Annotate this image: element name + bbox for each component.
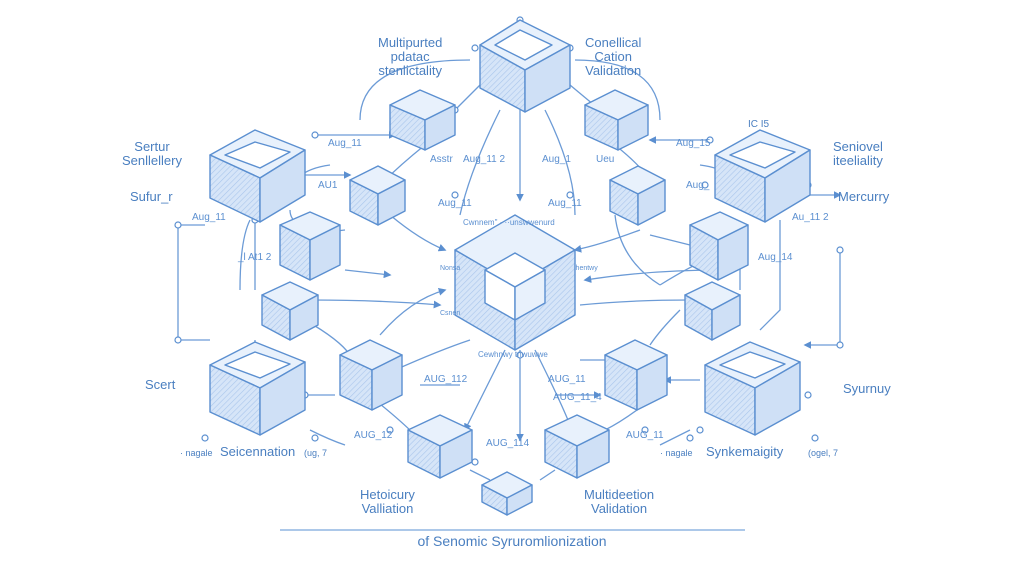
label-bottom-right-right: (ogel, 7 [808, 448, 839, 458]
label-left-lower: Scert [145, 377, 176, 392]
cube-right-upper [714, 129, 811, 223]
cube-nodes [209, 19, 811, 516]
edge-label: Aug_1 [542, 154, 571, 165]
edge-label: AUG_114 [486, 438, 530, 449]
edge-label: AUG_11 [626, 430, 664, 441]
label-right-mid: Mercurry [838, 189, 890, 204]
label-bottom-left-right: (ug, 7 [304, 448, 328, 458]
cube-right-lower-big [704, 341, 801, 436]
edge-label: AU1 [318, 180, 338, 191]
label-left-upper: Sertur Senllellery [122, 139, 182, 168]
label-bottom-left: Seicennation [220, 444, 296, 459]
label-bottom-right: Synkemaigity [706, 444, 784, 459]
cube-bottom-right [544, 414, 610, 479]
label-left-mid: Sufur_r [130, 189, 173, 204]
cube-top-right [584, 89, 649, 151]
label-center-bottom: Cewhnwy tnwuwwe [478, 350, 548, 359]
cube-left-mid-2 [279, 211, 341, 281]
cube-left-mid-3 [261, 281, 319, 341]
cube-left-upper [209, 129, 306, 223]
edge-label: Aug_11 [328, 138, 362, 149]
edge-label: AUG_11 [548, 374, 586, 385]
edge-label: Aug_14 [758, 252, 793, 263]
label-right-upper: Seniovel iteeliality [833, 139, 883, 168]
cube-top-left [389, 89, 456, 151]
edge-label: _l At1 2 [238, 252, 272, 263]
label-bottom-center-left: Hetoicury Valliation [360, 487, 415, 516]
cube-right-lower-small [604, 339, 668, 411]
edge-label: AUG_11_4 [553, 392, 602, 403]
cube-left-lower-big [209, 341, 306, 436]
edge-label: Aug_11 [192, 212, 226, 223]
label-top-left: Multipurted pdatac stenlictality [378, 35, 443, 78]
cube-bottom-left [407, 414, 473, 479]
cube-right-mid-1 [609, 165, 666, 226]
label-right-lower: Syurnuy [843, 381, 891, 396]
cube-center [454, 214, 576, 351]
edge-label: Aug_ [686, 180, 710, 191]
diagram-caption: of Senomic Syruromlionization [417, 533, 607, 549]
cube-left-lower-small [339, 339, 403, 411]
edge-label: Asstr [430, 154, 453, 165]
edge-label: Aug_11 2 [463, 154, 506, 165]
edge-label: Ueu [596, 154, 615, 165]
label-center-side-left: Csnen [440, 310, 461, 317]
label-bottom-center-right: Multideetion Validation [584, 487, 655, 516]
label-center-right: lhentwy [574, 265, 598, 272]
edge-label: AUG_112 [424, 374, 468, 385]
label-top-right-corner: IC I5 [748, 119, 770, 130]
cube-right-mid-3 [684, 281, 741, 341]
label-top-right: Conellical Cation Validation [585, 35, 642, 78]
label-bottom-right-small: · nagale [660, 448, 693, 458]
label-bottom-left-small: · nagale [180, 448, 213, 458]
label-center-left: Nonsa [440, 265, 461, 272]
edge-label: AUG_12 [354, 430, 393, 441]
edge-label: Au_11 2 [792, 212, 829, 223]
edge-label: Aug_15 [676, 138, 711, 149]
edge-label: Aug_11 [548, 198, 582, 209]
cube-top-center [479, 19, 571, 113]
cube-bottom-center [481, 471, 533, 516]
cube-left-mid-1 [349, 165, 406, 226]
label-center-top: Cwnnem" · ··unswwenurd [463, 218, 555, 227]
edge-label: Aug_11 [438, 198, 472, 209]
cube-right-mid-2 [689, 211, 749, 281]
